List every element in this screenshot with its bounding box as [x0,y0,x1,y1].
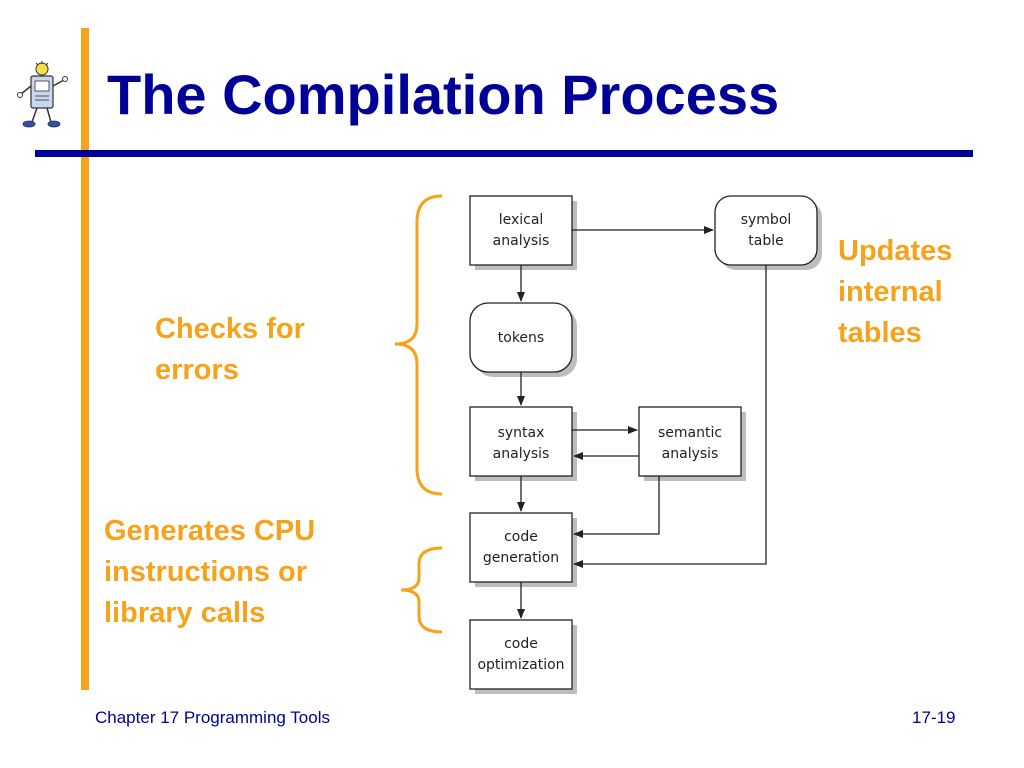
footer-page-number: 17-19 [912,708,956,727]
updates-note-line: internal [838,276,943,308]
semantic-analysis-box: semantic analysis [638,406,742,477]
errors-brace [394,194,443,496]
arrow-symbol-to-codegen [573,265,767,568]
generates-note-line: library calls [104,597,266,629]
box-label: analysis [493,233,550,249]
updates-note-line: tables [838,317,922,349]
arrow-semantic-to-codegen [573,476,660,538]
code-optimization-box: code optimization [469,619,573,690]
generates-brace [400,546,443,634]
code-generation-box: code generation [469,512,573,583]
box-label: analysis [493,446,550,462]
box-label: code [504,636,538,652]
generates-note-line: instructions or [104,556,308,588]
box-label: analysis [662,446,719,462]
page-title: The Compilation Process [107,63,780,126]
cartoon-computer-mascot-icon [17,61,68,128]
box-label: generation [483,550,559,566]
box-label: lexical [499,212,544,228]
tokens-box: tokens [469,302,573,373]
updates-note: Updates internal tables [838,231,952,354]
errors-note-line: errors [155,354,239,386]
box-label: semantic [658,425,722,441]
errors-note-line: Checks for [155,313,305,345]
accent-vertical-bar [81,28,89,690]
generates-note-line: Generates CPU [104,515,316,547]
box-label: optimization [477,657,564,673]
box-label: syntax [498,425,545,441]
symbol-table-box: symbol table [714,195,818,266]
lexical-analysis-box: lexical analysis [469,195,573,266]
box-label: table [748,233,783,249]
generates-note: Generates CPU instructions or library ca… [104,511,315,634]
box-label: symbol [741,212,792,228]
errors-note: Checks for errors [155,309,305,391]
box-label: tokens [498,330,544,346]
box-label: code [504,529,538,545]
syntax-analysis-box: syntax analysis [469,406,573,477]
updates-note-line: Updates [838,235,953,267]
title-underline [35,150,973,157]
footer-chapter: Chapter 17 Programming Tools [95,708,330,727]
